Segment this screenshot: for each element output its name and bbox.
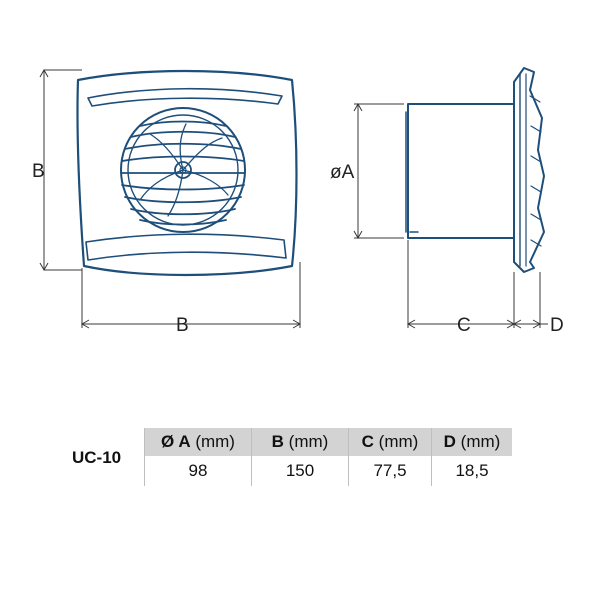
impeller-blades	[139, 123, 229, 217]
impeller-hub	[174, 161, 192, 179]
dim-label-diameter-a: øA	[330, 162, 355, 183]
spec-header-a: Ø A (mm)	[144, 428, 252, 456]
spec-value-c: 77,5	[348, 456, 432, 486]
model-name: UC-10	[72, 448, 122, 467]
side-cover	[513, 67, 545, 273]
spec-header-c: C (mm)	[348, 428, 432, 456]
fan-technical-drawing: B B øA C D	[32, 67, 564, 336]
dimension-lines	[39, 68, 548, 329]
dim-label-b-vertical: B	[32, 161, 45, 182]
dim-label-d: D	[550, 315, 564, 336]
spec-header-row: Ø A (mm) B (mm) C (mm) D (mm)	[144, 428, 512, 456]
front-cover-inner-top	[87, 87, 283, 107]
spec-header-d: D (mm)	[431, 428, 512, 456]
spec-header-b: B (mm)	[251, 428, 349, 456]
spec-value-a: 98	[144, 456, 252, 486]
grille-ring	[120, 107, 246, 233]
spec-table: Ø A (mm) B (mm) C (mm) D (mm) 98 150 77,…	[144, 428, 512, 486]
spec-value-d: 18,5	[431, 456, 512, 486]
dim-label-b-horizontal: B	[176, 315, 189, 336]
front-cover-inner-bottom	[85, 233, 287, 261]
fan-front-view	[76, 69, 298, 277]
fan-side-view	[405, 67, 545, 273]
front-cover-outer	[76, 69, 298, 277]
duct-body	[407, 103, 515, 239]
spec-value-row: 98 150 77,5 18,5	[144, 456, 512, 486]
dim-label-c: C	[457, 315, 471, 336]
spec-value-b: 150	[251, 456, 349, 486]
